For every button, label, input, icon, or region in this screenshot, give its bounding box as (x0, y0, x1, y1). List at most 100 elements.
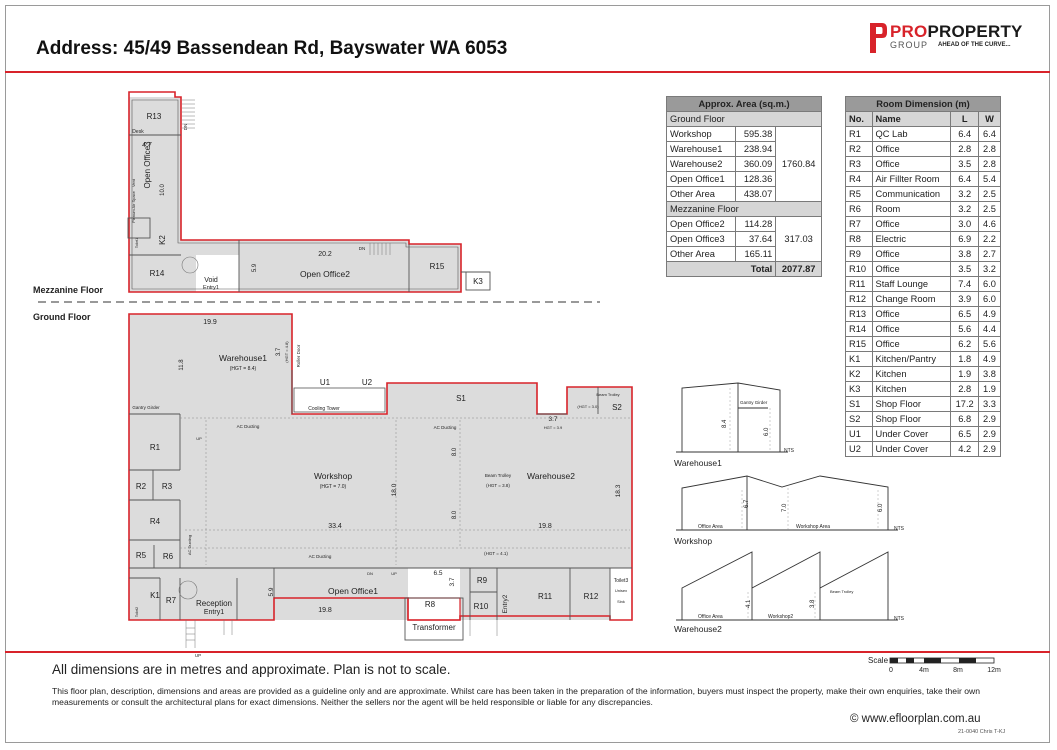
gantry-girder-label: Gantry Girder (132, 405, 160, 410)
cell-w: 2.8 (978, 156, 1001, 172)
cell-l: 6.5 (950, 426, 980, 442)
toilet1-label: Toilet1 (135, 238, 139, 248)
scale-tick-12m: 12m (987, 667, 1001, 674)
cooling-tower-label: Cooling Tower (308, 406, 340, 412)
dim-20-2: 20.2 (318, 251, 332, 258)
ac-ducting-label-4: AC Ducting (309, 554, 332, 559)
cell-w: 6.0 (978, 291, 1001, 307)
dimensions-note: All dimensions are in metres and approxi… (52, 662, 451, 677)
room-k1: K1 (150, 591, 160, 600)
cell-w: 6.0 (978, 276, 1001, 292)
dim-18-3: 18.3 (615, 484, 622, 497)
cell-no: R3 (845, 156, 873, 172)
dim-19-9: 19.9 (203, 319, 217, 326)
area-table-title: Approx. Area (sq.m.) (666, 96, 822, 112)
cell-no: K1 (845, 351, 873, 367)
sink-label: Sink (617, 599, 625, 604)
cell-no: R13 (845, 306, 873, 322)
cell-w: 2.5 (978, 201, 1001, 217)
ground-floor-label: Ground Floor (33, 312, 91, 322)
room-reception: Reception (196, 599, 232, 608)
cell-l: 5.6 (950, 321, 980, 337)
room-r4: R4 (150, 517, 161, 526)
cell-l: 3.5 (950, 156, 980, 172)
dim-19-8-a: 19.8 (538, 523, 552, 530)
room-r6: R6 (163, 552, 174, 561)
dim-3-7-a: 3.7 (276, 347, 282, 356)
dn-label-1: DN (183, 124, 188, 131)
cell-name: Staff Lounge (871, 276, 952, 292)
cell-no: R9 (845, 246, 873, 262)
section-workshop-area: Workshop Area (796, 524, 830, 530)
cell-l: 3.2 (950, 201, 980, 217)
cell-name: Office (871, 336, 952, 352)
up-label-1: UP (196, 436, 202, 441)
section-beam-trolley: Beam Trolley (830, 589, 853, 594)
cell-w: 1.9 (978, 381, 1001, 397)
entry1-mezz-label: Entry1 (203, 285, 219, 291)
cell-no: R10 (845, 261, 873, 277)
cell-no: R12 (845, 291, 873, 307)
room-r11: R11 (538, 592, 553, 601)
entry2-label: Entry2 (502, 594, 509, 613)
cell-name: Office (871, 306, 952, 322)
reference-code: 21-0040 Chris T-KJ (958, 729, 1006, 735)
ac-ducting-label-1: AC Ducting (237, 424, 260, 429)
dimension-table-title: Room Dimension (m) (845, 96, 1001, 112)
col-name: Name (871, 111, 952, 127)
dim-3-7-b: 3.7 (548, 416, 557, 423)
room-k2: K2 (158, 235, 167, 245)
warehouse1-height: (HGT = 8.4) (230, 366, 257, 372)
beam-trolley-label-1: Beam Trolley (596, 392, 619, 397)
scale-tick-4m: 4m (919, 667, 929, 674)
room-r14: R14 (150, 269, 165, 278)
cell-name: Under Cover (871, 441, 952, 457)
room-r1: R1 (150, 443, 161, 452)
room-u2: U2 (362, 378, 373, 387)
header-divider (5, 71, 1050, 73)
dim-6-5: 6.5 (433, 570, 442, 577)
cell-name: Kitchen/Pantry (871, 351, 952, 367)
cell-l: 3.2 (950, 186, 980, 202)
cell-w: 3.2 (978, 261, 1001, 277)
cell-w: 2.9 (978, 426, 1001, 442)
up-label-3: UP (195, 653, 201, 658)
brand-mark-icon (870, 23, 887, 53)
room-open-office3: Open Office3 (143, 141, 152, 189)
room-r15: R15 (430, 262, 445, 271)
section-dim-7-0: 7.0 (782, 503, 788, 512)
unisex-label: Unisex (615, 588, 627, 593)
col-w: W (978, 111, 1001, 127)
cell-name: Office (871, 246, 952, 262)
section-dim-8-4: 8.4 (722, 419, 728, 428)
cell-w: 4.9 (978, 351, 1001, 367)
cell-name: QC Lab (871, 126, 952, 142)
cell-w: 2.5 (978, 186, 1001, 202)
section-office-area-1: Office Area (698, 524, 723, 530)
room-r12: R12 (584, 592, 599, 601)
cell-l: 1.8 (950, 351, 980, 367)
cell-l: 3.0 (950, 216, 980, 232)
cell-name: Communication (871, 186, 952, 202)
scale-label: Scale (868, 656, 889, 665)
cell-w: 5.6 (978, 336, 1001, 352)
section-dim-3-8: 3.8 (810, 599, 816, 608)
entry1-label: Entry1 (204, 609, 224, 616)
section-workshop2: Workshop2 (768, 614, 793, 620)
cell-l: 6.5 (950, 306, 980, 322)
cell-no: R14 (845, 321, 873, 337)
nts-label-2: NTS (894, 526, 905, 532)
